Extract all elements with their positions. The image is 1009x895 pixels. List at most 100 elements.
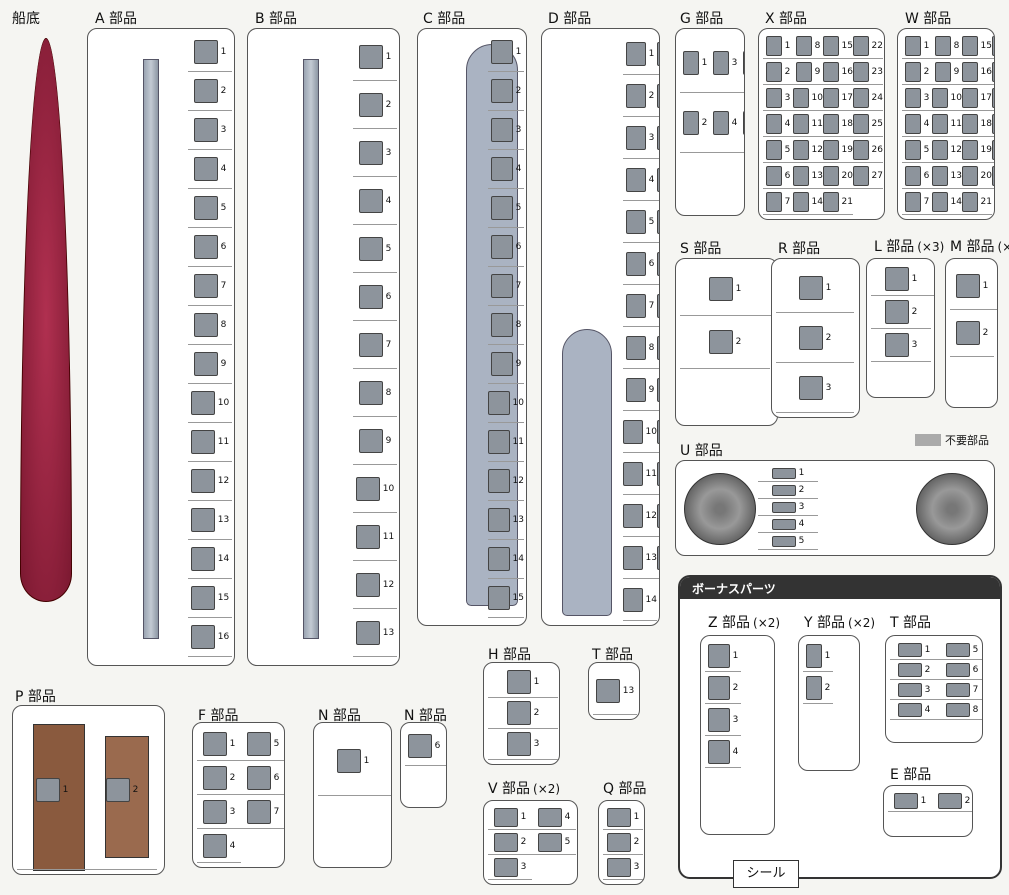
part-number: 1 xyxy=(825,282,832,293)
part-b-3: 3 xyxy=(353,129,397,177)
part-w-2: 2 xyxy=(902,59,932,85)
part-t2-1: 1 xyxy=(890,640,938,660)
part-l-2: 2 xyxy=(871,296,931,329)
part-number: 1 xyxy=(363,756,370,766)
part-shape xyxy=(193,274,218,298)
part-c-12: 12 xyxy=(488,462,524,501)
part-shape xyxy=(537,807,562,827)
part-y-1: 1 xyxy=(803,640,833,672)
part-d-15: 15 xyxy=(657,33,659,75)
part-shape xyxy=(897,662,922,677)
part-number: 5 xyxy=(798,536,805,546)
part-shape xyxy=(932,113,948,134)
part-n1-2: 2 xyxy=(388,727,391,796)
part-number: 6 xyxy=(220,242,227,252)
part-number: 14 xyxy=(811,196,823,207)
part-number: 23 xyxy=(871,66,883,77)
part-u-5: 5 xyxy=(758,533,818,550)
part-q-2: 2 xyxy=(603,830,643,855)
part-x-5: 5 xyxy=(763,137,793,163)
part-q-3: 3 xyxy=(603,855,643,880)
part-a-5: 5 xyxy=(188,189,232,228)
part-a-1: 1 xyxy=(188,33,232,72)
part-shape xyxy=(904,113,921,134)
part-number: 13 xyxy=(512,515,524,525)
part-shape xyxy=(945,642,970,657)
part-number: 19 xyxy=(841,144,853,155)
hull-bottom-title: 船底 xyxy=(12,11,40,27)
part-number: 10 xyxy=(811,92,823,103)
part-x-25: 25 xyxy=(853,111,883,137)
part-number: 2 xyxy=(732,682,739,693)
part-shape xyxy=(190,586,215,610)
group-title-l: L 部品(×3) xyxy=(874,236,944,256)
part-d-19: 19 xyxy=(657,201,659,243)
part-x-20: 20 xyxy=(823,163,853,189)
part-number: 6 xyxy=(648,258,655,269)
part-number: 13 xyxy=(645,552,657,563)
part-g-5: 5 xyxy=(740,33,744,93)
group-multiplier: (×2) xyxy=(753,616,781,630)
part-shape xyxy=(682,50,699,75)
part-number: 11 xyxy=(217,437,230,447)
part-number: 3 xyxy=(515,125,522,135)
group-label: F 部品 xyxy=(198,708,239,724)
part-shape xyxy=(771,467,796,479)
group-title-s: S 部品 xyxy=(680,238,721,258)
part-w-22: 22 xyxy=(992,33,994,59)
part-a-13: 13 xyxy=(188,501,232,540)
part-number: 5 xyxy=(648,216,655,227)
part-e-1: 1 xyxy=(888,790,932,812)
part-t2-4: 4 xyxy=(890,700,938,720)
part-d-5: 5 xyxy=(623,201,657,243)
part-a-15: 15 xyxy=(188,579,232,618)
part-shape xyxy=(246,799,271,824)
part-shape xyxy=(742,50,744,75)
part-shape xyxy=(202,799,227,824)
part-number: 13 xyxy=(811,170,823,181)
part-l-3: 3 xyxy=(871,329,931,362)
part-number: 4 xyxy=(229,840,236,851)
part-number: 1 xyxy=(220,47,227,57)
part-shape xyxy=(246,765,271,790)
group-label: P 部品 xyxy=(15,689,56,705)
part-shape xyxy=(625,293,646,318)
part-number: 3 xyxy=(648,132,655,143)
part-x-2: 2 xyxy=(763,59,793,85)
part-number: 5 xyxy=(784,144,791,155)
part-w-1: 1 xyxy=(902,33,932,59)
group-title-m: M 部品(×3) xyxy=(950,236,1009,256)
deck-part xyxy=(562,329,612,616)
part-number: 3 xyxy=(911,340,918,350)
part-number: 4 xyxy=(564,812,571,822)
part-number: 9 xyxy=(814,66,821,77)
part-shape xyxy=(190,391,215,415)
part-shape xyxy=(682,110,699,135)
part-c-1: 1 xyxy=(488,33,524,72)
part-shape xyxy=(904,61,921,82)
part-shape xyxy=(657,503,659,528)
part-shape xyxy=(625,377,646,402)
part-number: 4 xyxy=(798,519,805,529)
part-shape xyxy=(35,777,60,802)
part-shape xyxy=(708,277,733,301)
part-x-9: 9 xyxy=(793,59,823,85)
part-t2-2: 2 xyxy=(890,660,938,680)
wheel-part xyxy=(684,473,756,545)
part-shape xyxy=(823,139,839,160)
part-shape xyxy=(793,165,809,186)
part-f-2: 2 xyxy=(197,761,241,795)
part-f-3: 3 xyxy=(197,795,241,829)
part-number: 13 xyxy=(622,685,635,696)
part-shape xyxy=(853,113,869,134)
part-number: 9 xyxy=(953,66,960,77)
part-a-9: 9 xyxy=(188,345,232,384)
part-d-23: 23 xyxy=(657,369,659,411)
part-shape xyxy=(358,92,383,117)
part-number: 1 xyxy=(911,274,918,284)
wheel-part xyxy=(916,473,988,545)
part-d-20: 20 xyxy=(657,243,659,285)
part-number: 2 xyxy=(911,307,918,317)
